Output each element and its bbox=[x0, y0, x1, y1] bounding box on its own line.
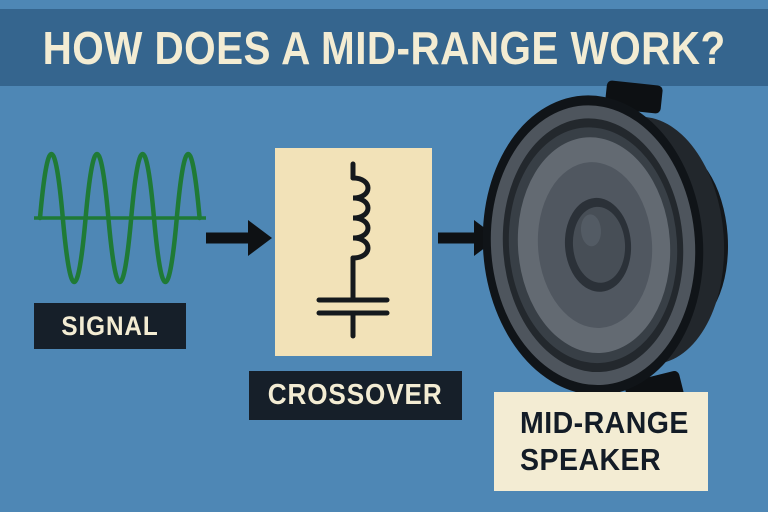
speaker-label-line2: SPEAKER bbox=[520, 441, 662, 477]
crossover-label-box: CROSSOVER bbox=[249, 371, 462, 420]
page-title: HOW DOES A MID-RANGE WORK? bbox=[42, 21, 726, 74]
mid-range-speaker-illustration bbox=[482, 80, 729, 410]
speaker-label-line1: MID-RANGE bbox=[520, 404, 689, 440]
signal-label-text: SIGNAL bbox=[61, 310, 159, 341]
arrow-head bbox=[248, 220, 272, 256]
signal-label-box: SIGNAL bbox=[34, 303, 186, 349]
crossover-circuit-diagram bbox=[316, 161, 390, 339]
speaker-group bbox=[482, 80, 729, 410]
speaker-dustcap-highlight bbox=[580, 214, 602, 247]
header-band: HOW DOES A MID-RANGE WORK? bbox=[0, 9, 768, 86]
arrow-right-icon bbox=[206, 220, 272, 256]
sine-wave-icon bbox=[34, 151, 206, 285]
speaker-label-box: MID-RANGE SPEAKER bbox=[494, 392, 708, 491]
inductor-icon bbox=[350, 175, 371, 261]
sine-wave-path bbox=[37, 151, 202, 285]
crossover-circuit-box bbox=[275, 148, 432, 356]
crossover-label-text: CROSSOVER bbox=[268, 379, 443, 411]
